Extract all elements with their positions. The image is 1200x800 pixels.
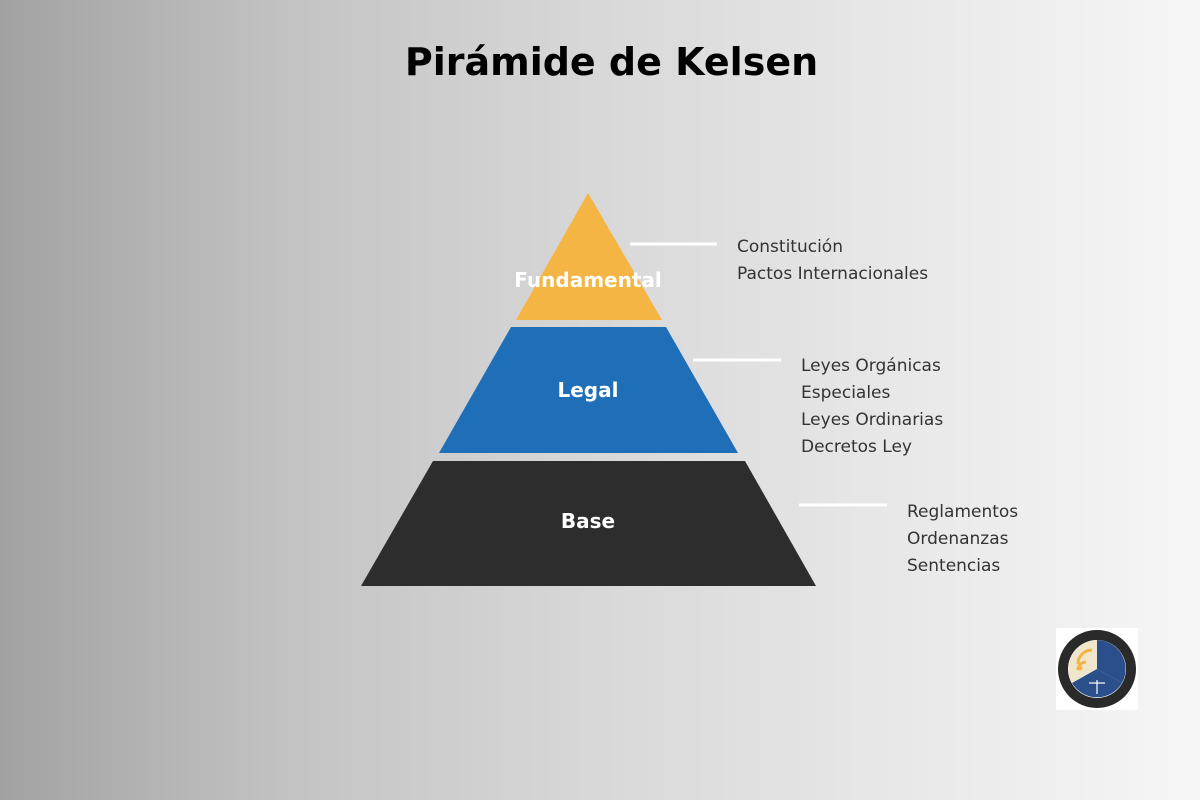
tier-base-shape	[361, 461, 816, 586]
tier-label-fundamental: Fundamental	[514, 268, 662, 292]
tier-items-fundamental: Constitución Pactos Internacionales	[737, 234, 928, 288]
list-item: Sentencias	[907, 556, 1001, 576]
institute-logo	[1056, 628, 1138, 710]
tier-items-legal: Leyes Orgánicas Especiales Leyes Ordinar…	[801, 353, 943, 461]
list-item: Leyes Ordinarias	[801, 410, 944, 430]
tier-label-base: Base	[560, 509, 616, 533]
list-item: Ordenanzas	[907, 529, 1009, 549]
list-item: Decretos Ley	[801, 437, 912, 457]
list-item: Reglamentos	[907, 502, 1019, 522]
tier-items-base: Reglamentos Ordenanzas Sentencias	[907, 499, 1018, 580]
list-item: Especiales	[801, 383, 891, 403]
tier-fundamental-shape	[516, 193, 662, 320]
list-item: Leyes Orgánicas	[801, 356, 941, 376]
tier-legal-shape	[439, 327, 738, 453]
page-title: Pirámide de Kelsen	[404, 40, 819, 84]
list-item: Constitución	[737, 237, 843, 257]
tier-label-legal: Legal	[557, 378, 619, 402]
list-item: Pactos Internacionales	[737, 264, 929, 284]
